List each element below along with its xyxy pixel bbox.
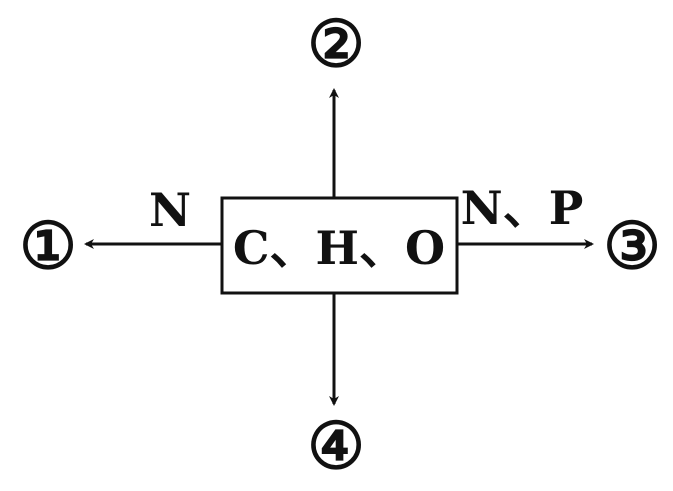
node-label-bottom: ④: [307, 409, 364, 484]
node-label-left: ①: [19, 209, 76, 284]
edge-label-right: N、P: [461, 181, 584, 235]
center-box: [220, 196, 459, 295]
center-label: C、H、O: [233, 221, 445, 275]
node-label-top: ②: [307, 7, 364, 82]
node-label-right: ③: [603, 209, 660, 284]
edge-label-left: N: [149, 183, 191, 237]
